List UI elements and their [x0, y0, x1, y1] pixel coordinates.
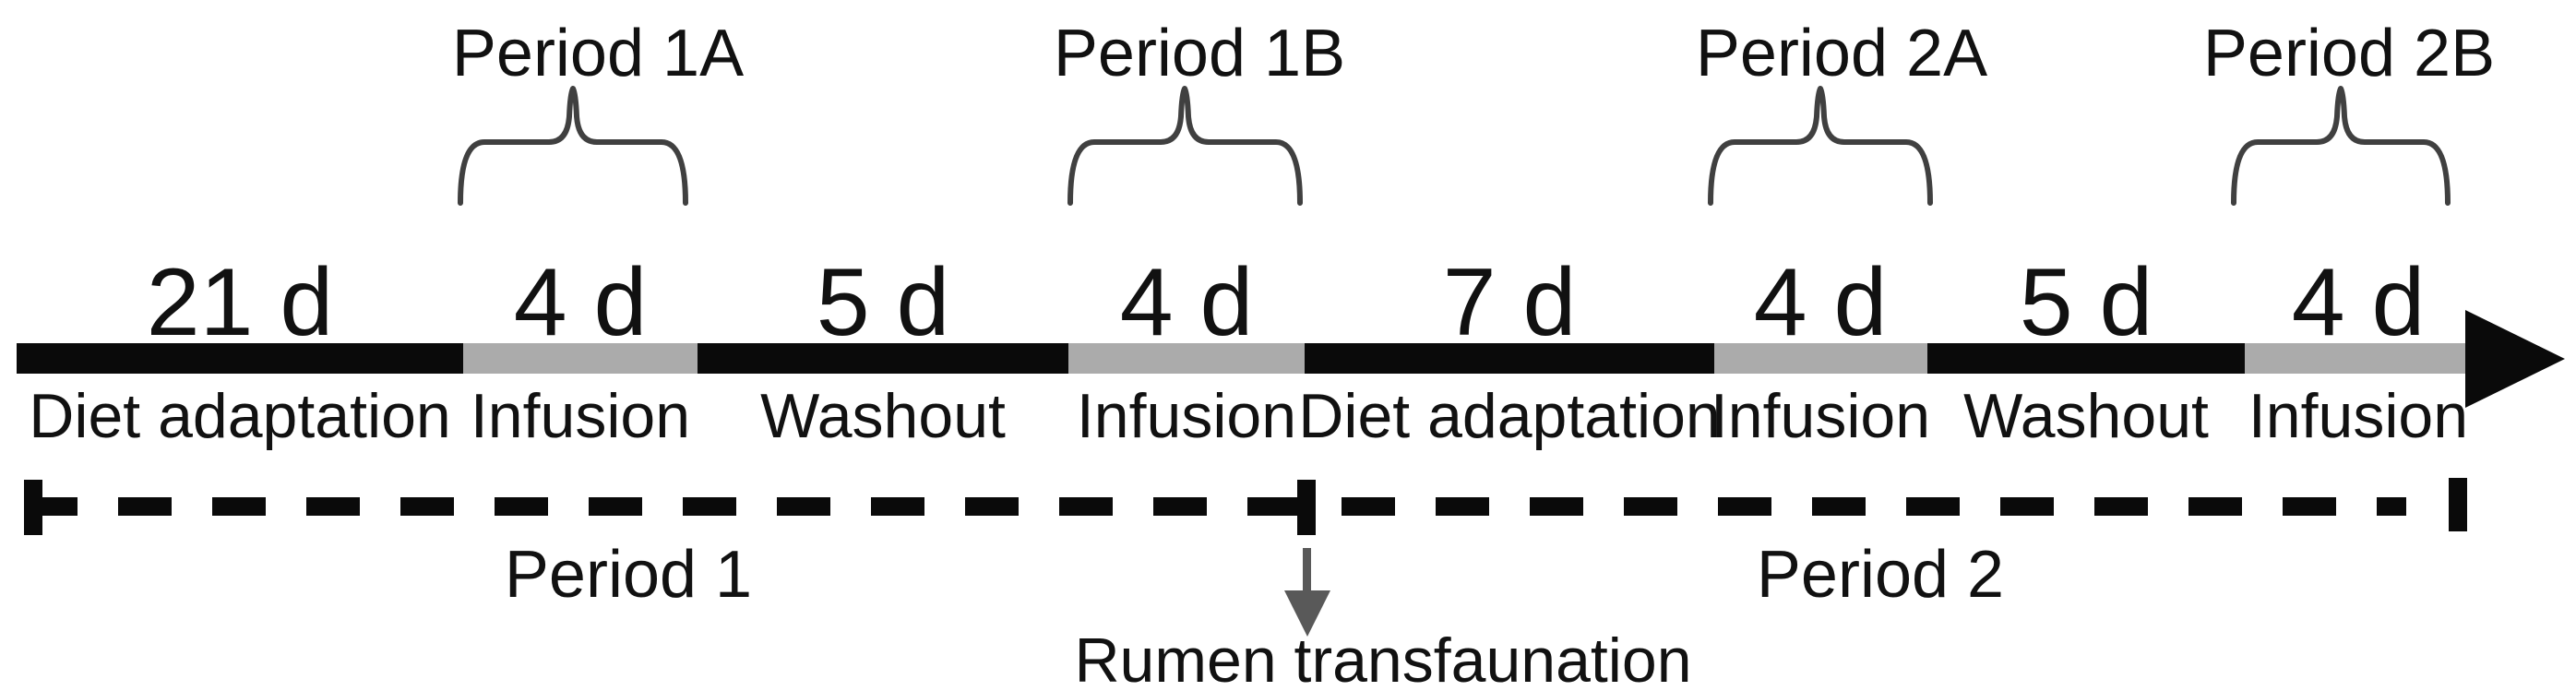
period-2a-brace [1708, 86, 1933, 206]
rumen-transfaunation-label: Rumen transfaunation [1074, 625, 1692, 691]
transfaunation-arrow-icon [1303, 548, 1311, 592]
period-end-tick [2449, 478, 2467, 531]
timeline-segment-washout [698, 343, 1068, 374]
segment-phase-label: Infusion [1710, 381, 1931, 451]
segment-duration-label: 21 d [146, 249, 334, 356]
segment-phase-label: Infusion [1076, 381, 1297, 451]
period-boundary-tick [1297, 480, 1316, 535]
period-1a-label: Period 1A [451, 17, 745, 90]
segment-phase-label: Infusion [470, 381, 691, 451]
period-2-label: Period 2 [1756, 538, 2005, 612]
timeline-segment-infusion [1714, 343, 1927, 374]
timeline-segment-infusion [463, 343, 698, 374]
segment-phase-label: Washout [760, 381, 1006, 451]
period-1a-brace [458, 86, 688, 206]
segment-phase-label: Diet adaptation [1298, 381, 1721, 451]
segment-duration-label: 5 d [2019, 249, 2153, 356]
timeline-arrowhead-icon [2465, 310, 2565, 408]
timeline-segment-diet-adaptation [1305, 343, 1714, 374]
transfaunation-arrowhead-icon [1284, 590, 1330, 637]
period-span-dashed-line [24, 497, 2406, 516]
period-1-label: Period 1 [504, 538, 753, 612]
timeline-segment-diet-adaptation [17, 343, 463, 374]
period-2b-brace [2231, 86, 2451, 206]
segment-phase-label: Infusion [2248, 381, 2469, 451]
timeline-segment-infusion [1068, 343, 1305, 374]
segment-duration-label: 4 d [1119, 249, 1254, 356]
timeline-segment-infusion [2245, 343, 2471, 374]
segment-duration-label: 4 d [1753, 249, 1888, 356]
timeline-bar [17, 343, 2471, 374]
period-1b-label: Period 1B [1053, 17, 1346, 90]
segment-duration-label: 5 d [816, 249, 950, 356]
period-2a-label: Period 2A [1695, 17, 1988, 90]
timeline-segment-washout [1927, 343, 2245, 374]
period-1b-brace [1067, 86, 1303, 206]
segment-duration-label: 4 d [2291, 249, 2426, 356]
period-2b-label: Period 2B [2202, 17, 2496, 90]
segment-duration-label: 4 d [513, 249, 648, 356]
segment-duration-label: 7 d [1442, 249, 1577, 356]
segment-phase-label: Diet adaptation [29, 381, 451, 451]
segment-phase-label: Washout [1963, 381, 2209, 451]
period-start-tick [24, 480, 42, 535]
